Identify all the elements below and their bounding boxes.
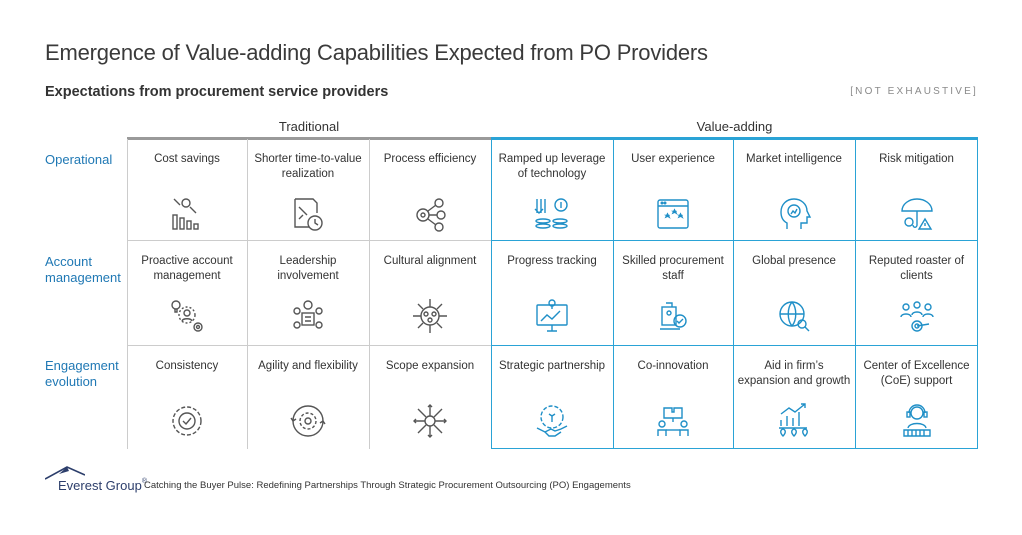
grid-divider (127, 345, 491, 346)
globe-search-icon (775, 297, 813, 335)
grid-divider (733, 139, 734, 449)
grid-divider (127, 139, 128, 449)
cell-label: Global presence (752, 255, 836, 267)
cell-label: Center of Excellence (CoE) support (863, 360, 970, 387)
grid-divider (491, 240, 978, 241)
cell-label: Leadership involvement (277, 255, 339, 282)
cell-label: User experience (631, 153, 715, 165)
cell-label: Cultural alignment (383, 255, 477, 267)
value-adding-header-rule (491, 137, 978, 140)
cell-aid-in-firms-expansion: Aid in firm’s expansion and growth (733, 347, 855, 449)
cell-label: Co-innovation (637, 360, 709, 372)
cell-process-efficiency: Process efficiency (369, 140, 491, 240)
cell-label: Consistency (155, 360, 219, 372)
cell-center-of-excellence: Center of Excellence (CoE) support (855, 347, 978, 449)
staff-badge-icon (654, 297, 692, 335)
head-chart-icon (775, 195, 813, 233)
source-citation: Catching the Buyer Pulse: Redefining Par… (144, 480, 631, 491)
gear-check-icon (168, 402, 206, 440)
cell-strategic-partnership: Strategic partnership (491, 347, 613, 449)
cell-shorter-time-to-value: Shorter time-to-value realization (247, 140, 369, 240)
cell-label: Process efficiency (383, 153, 477, 165)
cell-label: Cost savings (154, 153, 220, 165)
page-title: Emergence of Value-adding Capabilities E… (45, 40, 708, 65)
cell-consistency: Consistency (127, 347, 247, 449)
brand-name: Everest Group® (58, 478, 147, 493)
technology-coins-icon (533, 195, 571, 233)
monitor-progress-icon (533, 297, 571, 335)
cell-label: Reputed roaster of clients (868, 255, 965, 282)
gear-process-icon (411, 195, 449, 233)
cell-label: Aid in firm’s expansion and growth (737, 360, 851, 387)
cell-label: Risk mitigation (879, 153, 954, 165)
growth-chart-pins-icon (775, 402, 813, 440)
puzzle-people-icon (654, 402, 692, 440)
cell-leadership-involvement: Leadership involvement (247, 242, 369, 345)
cell-cost-savings: Cost savings (127, 140, 247, 240)
browser-stars-icon (654, 195, 692, 233)
cell-proactive-account-management: Proactive account management (127, 242, 247, 345)
cost-savings-chart-icon (168, 195, 206, 233)
cell-label: Skilled procurement staff (622, 255, 724, 282)
everest-group-logo: Everest Group® (44, 466, 147, 493)
cell-label: Ramped up leverage of technology (498, 153, 606, 180)
cell-reputed-roaster-of-clients: Reputed roaster of clients (855, 242, 978, 345)
cell-co-innovation: Co-innovation (613, 347, 733, 449)
handshake-gear-icon (533, 402, 571, 440)
grid-divider (247, 139, 248, 449)
registered-mark: ® (141, 478, 147, 485)
cell-label: Scope expansion (385, 360, 475, 372)
brand-text: Everest Group (58, 478, 142, 493)
cell-agility-and-flexibility: Agility and flexibility (247, 347, 369, 449)
network-people-icon (411, 297, 449, 335)
grid-divider (491, 345, 978, 346)
cell-cultural-alignment: Cultural alignment (369, 242, 491, 345)
cell-skilled-procurement-staff: Skilled procurement staff (613, 242, 733, 345)
group-label-value-adding: Value-adding (696, 119, 773, 134)
cell-user-experience: User experience (613, 140, 733, 240)
row-label-account-management: Account management (45, 254, 121, 285)
coe-support-person-icon (898, 402, 936, 440)
gear-cycle-icon (289, 402, 327, 440)
cell-label: Agility and flexibility (258, 360, 358, 372)
umbrella-risk-icon (898, 195, 936, 233)
cell-label: Shorter time-to-value realization (254, 153, 362, 180)
timeline-clock-icon (289, 195, 327, 233)
mountain-logo-icon (44, 466, 86, 480)
cell-label: Strategic partnership (498, 360, 606, 372)
grid-divider (855, 139, 856, 449)
grid-divider (127, 240, 491, 241)
value-adding-grid (491, 139, 978, 449)
idea-person-gear-icon (168, 297, 206, 335)
cell-progress-tracking: Progress tracking (491, 242, 613, 345)
page-subtitle: Expectations from procurement service pr… (45, 84, 389, 100)
cell-scope-expansion: Scope expansion (369, 347, 491, 449)
cell-label: Progress tracking (507, 255, 597, 267)
cell-market-intelligence: Market intelligence (733, 140, 855, 240)
clients-target-icon (898, 297, 936, 335)
group-label-traditional: Traditional (278, 119, 340, 134)
team-meeting-icon (289, 297, 327, 335)
expand-arrows-icon (411, 402, 449, 440)
grid-divider (613, 139, 614, 449)
cell-ramped-up-technology: Ramped up leverage of technology (491, 140, 613, 240)
cell-global-presence: Global presence (733, 242, 855, 345)
not-exhaustive-note: [NOT EXHAUSTIVE] (850, 86, 978, 97)
grid-divider (369, 139, 370, 449)
cell-risk-mitigation: Risk mitigation (855, 140, 978, 240)
row-label-operational: Operational (45, 152, 113, 167)
traditional-header-rule (127, 137, 491, 140)
row-label-engagement-evolution: Engagement evolution (45, 358, 119, 389)
cell-label: Market intelligence (746, 153, 842, 165)
cell-label: Proactive account management (141, 255, 233, 282)
